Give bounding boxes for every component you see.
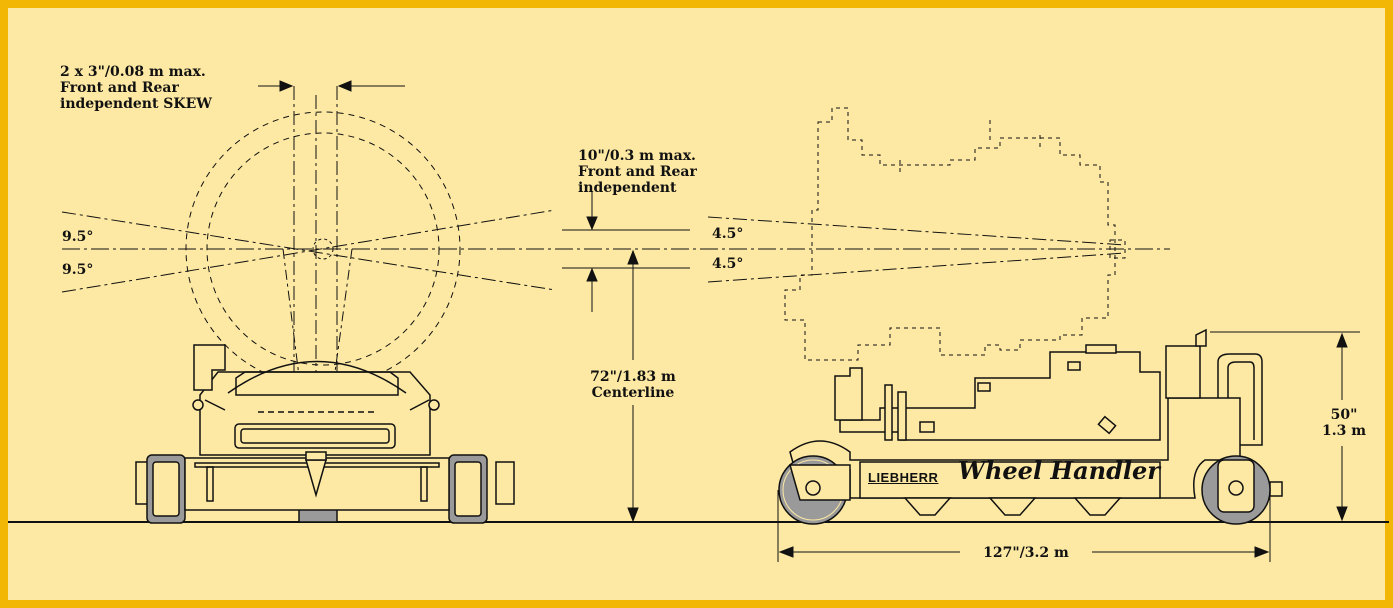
vertical-travel-label: 10"/0.3 m max. Front and Rear independen…: [578, 148, 697, 196]
brand-logo: LIEBHERR: [868, 470, 939, 485]
side-view-load-outline: [784, 107, 1126, 361]
tilt-label-left-bottom: 9.5°: [62, 262, 94, 278]
height-label: 50" 1.3 m: [1322, 407, 1367, 439]
tilt-label-right-bottom: 4.5°: [712, 256, 744, 272]
tilt-label-left-top: 9.5°: [62, 229, 94, 245]
tilt-label-right-top: 4.5°: [712, 226, 744, 242]
centerline-height-label: 72"/1.83 m Centerline: [590, 369, 676, 401]
product-name: Wheel Handler: [958, 456, 1160, 485]
front-view-machine: [135, 344, 515, 524]
vertical-travel-indicators: [562, 192, 690, 523]
side-view-dimensions: [777, 331, 1360, 562]
skew-label: 2 x 3"/0.08 m max. Front and Rear indepe…: [60, 64, 212, 112]
length-label: 127"/3.2 m: [983, 545, 1069, 561]
side-view-machine: [778, 328, 1283, 525]
side-view-tilt-lines: [707, 216, 1126, 283]
